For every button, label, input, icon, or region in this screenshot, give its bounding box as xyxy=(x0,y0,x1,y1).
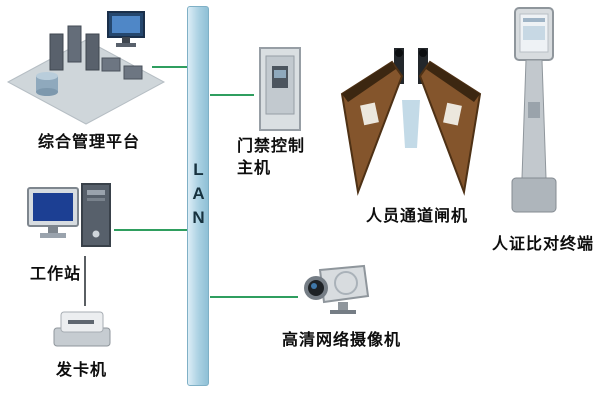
management-platform-label: 综合管理平台 xyxy=(38,134,141,151)
turnstile-icon xyxy=(340,44,482,201)
network-camera-label: 高清网络摄像机 xyxy=(282,332,402,349)
connector-lan-camera xyxy=(210,296,298,298)
id-verification-terminal-icon xyxy=(506,6,562,227)
workstation-icon xyxy=(26,182,114,261)
turnstile-label: 人员通道闸机 xyxy=(366,208,469,225)
lan-label: LAN xyxy=(189,160,208,232)
access-controller-icon xyxy=(254,46,306,141)
connector-workstation-cardissuer xyxy=(84,256,86,306)
workstation-label: 工作站 xyxy=(30,266,82,283)
id-verification-terminal-label: 人证比对终端 xyxy=(492,236,595,253)
connector-lan-controller xyxy=(210,94,254,96)
lan-bus: LAN xyxy=(187,6,209,386)
access-controller-label: 门禁控制主机 xyxy=(237,138,306,177)
card-issuer-icon xyxy=(52,306,112,355)
management-platform-icon xyxy=(6,6,166,133)
card-issuer-label: 发卡机 xyxy=(56,362,108,379)
network-camera-icon xyxy=(298,260,374,323)
connector-platform-lan xyxy=(152,66,188,68)
connector-workstation-lan xyxy=(114,229,187,231)
